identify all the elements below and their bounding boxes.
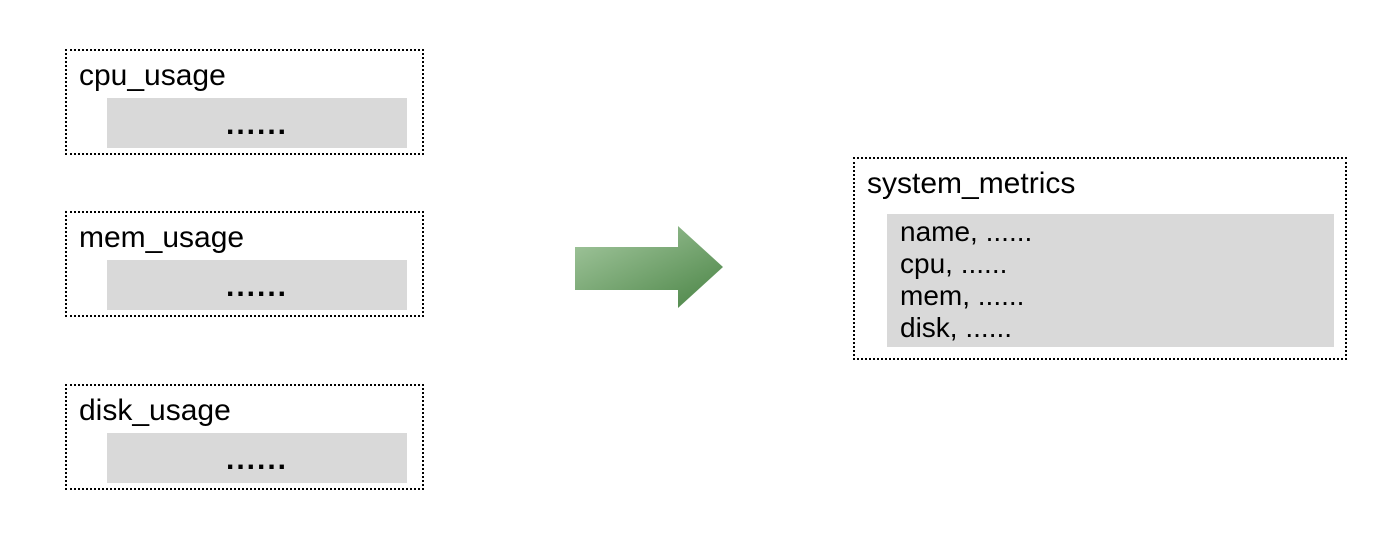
ellipsis-text: ...... — [225, 270, 288, 303]
table-title-system-metrics: system_metrics — [867, 167, 1076, 200]
table-row: cpu, ...... — [900, 248, 1008, 279]
table-body-placeholder-mem: ...... — [107, 260, 407, 310]
table-row: disk, ...... — [900, 312, 1013, 343]
result-table-system-metrics: system_metrics name, ...... cpu, ...... … — [853, 157, 1347, 360]
table-row: mem, ...... — [900, 280, 1025, 311]
source-table-cpu-usage: cpu_usage ...... — [65, 49, 424, 155]
right-arrow-icon — [575, 226, 723, 308]
source-table-mem-usage: mem_usage ...... — [65, 211, 424, 317]
table-title-cpu-usage: cpu_usage — [79, 59, 226, 92]
table-body-system-metrics: name, ...... cpu, ...... mem, ...... dis… — [887, 214, 1334, 347]
table-title-disk-usage: disk_usage — [79, 394, 231, 427]
table-body-placeholder-cpu: ...... — [107, 98, 407, 148]
table-body-placeholder-disk: ...... — [107, 433, 407, 483]
ellipsis-text: ...... — [225, 108, 288, 141]
source-table-disk-usage: disk_usage ...... — [65, 384, 424, 490]
table-row: name, ...... — [900, 216, 1033, 247]
ellipsis-text: ...... — [225, 443, 288, 476]
table-title-mem-usage: mem_usage — [79, 221, 245, 254]
